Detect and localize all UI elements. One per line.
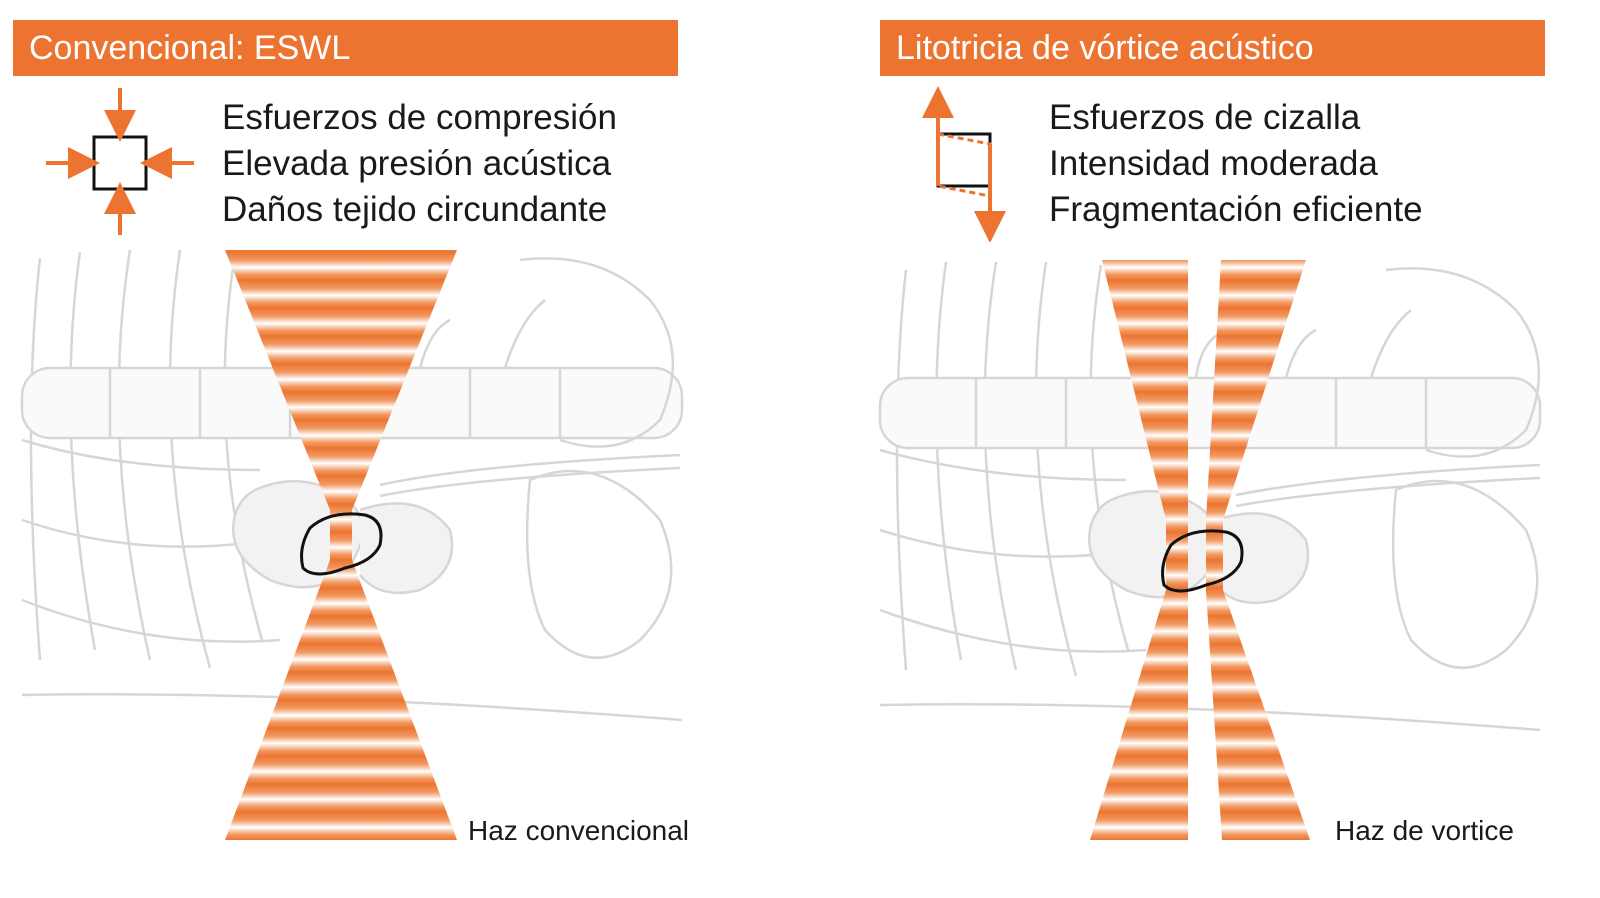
- kidney-stone-outline: [1161, 529, 1244, 593]
- vortex-beam: [1090, 260, 1310, 840]
- property-high-acoustic-pressure: Elevada presión acústica: [222, 144, 612, 183]
- compression-square-icon: [46, 88, 194, 235]
- property-efficient-fragmentation: Fragmentación eficiente: [1049, 190, 1423, 229]
- conventional-beam: [225, 250, 457, 840]
- conventional-beam-label: Haz convencional: [468, 815, 690, 846]
- property-compression-stress: Esfuerzos de compresión: [222, 98, 617, 137]
- kidney-stone-outline: [300, 512, 383, 576]
- conventional-title-bar: Convencional: ESWL: [13, 20, 678, 76]
- vortex-title-bar: Litotricia de vórtice acústico: [880, 20, 1545, 76]
- conventional-properties-list: Esfuerzos de compresión Elevada presión …: [222, 95, 617, 233]
- conventional-eswl-panel: Convencional: ESWL Esfuerzos de compresi…: [13, 20, 690, 846]
- acoustic-vortex-panel: Litotricia de vórtice acústico Esfuerzos…: [866, 0, 1600, 898]
- property-tissue-damage: Daños tejido circundante: [222, 190, 608, 229]
- vortex-beam-label: Haz de vortice: [1335, 815, 1514, 846]
- conventional-title: Convencional: ESWL: [29, 29, 351, 67]
- conventional-anatomy-illustration: [20, 249, 684, 840]
- vortex-title: Litotricia de vórtice acústico: [896, 29, 1314, 67]
- property-moderate-intensity: Intensidad moderada: [1049, 144, 1378, 183]
- property-shear-stress: Esfuerzos de cizalla: [1049, 98, 1361, 137]
- shear-square-icon: [922, 86, 1006, 242]
- vortex-properties-list: Esfuerzos de cizalla Intensidad moderada…: [1049, 95, 1423, 233]
- vortex-anatomy-illustration: [878, 260, 1542, 840]
